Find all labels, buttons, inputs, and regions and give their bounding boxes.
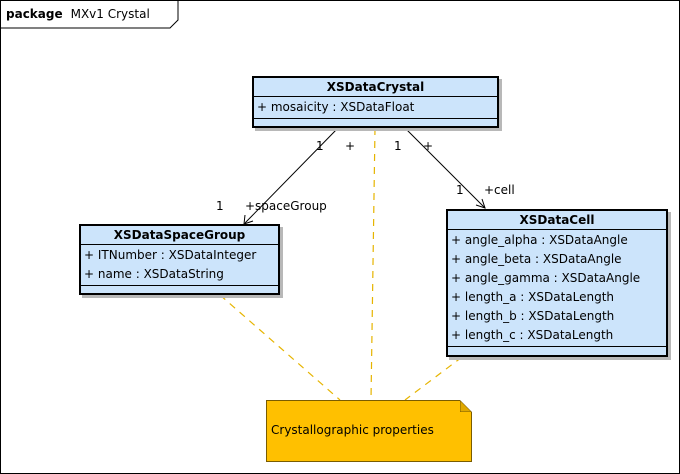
package-name: MXv1 Crystal (70, 7, 150, 21)
note-text: Crystallographic properties (271, 423, 434, 437)
spacegroup-target-multiplicity: 1 (216, 199, 224, 213)
attribute-angle-beta: + angle_beta : XSDataAngle (451, 252, 622, 266)
package-title: package MXv1 Crystal (6, 7, 150, 21)
association-crystal-cell[interactable] (404, 127, 486, 209)
class-operations (254, 119, 497, 127)
class-operations (448, 347, 666, 355)
attribute-angle-alpha: + angle_alpha : XSDataAngle (451, 233, 628, 247)
attribute-angle-gamma: + angle_gamma : XSDataAngle (451, 271, 641, 285)
spacegroup-role-label: +spaceGroup (245, 199, 327, 213)
class-name: XSDataCell (448, 211, 666, 230)
note-link-crystal (370, 127, 376, 401)
class-attributes: + angle_alpha : XSDataAngle + angle_beta… (448, 230, 666, 347)
attribute-mosaicity: + mosaicity : XSDataFloat (257, 100, 415, 114)
cell-target-multiplicity: 1 (456, 183, 464, 197)
package-tab-border (0, 1, 179, 29)
arrowhead-cell-icon (475, 198, 486, 209)
class-attributes: + mosaicity : XSDataFloat (254, 97, 497, 119)
cell-role-label: +cell (484, 183, 515, 197)
class-name: XSDataCrystal (254, 78, 497, 97)
association-crystal-spacegroup[interactable] (244, 127, 339, 224)
class-xsdatacrystal[interactable]: XSDataCrystal + mosaicity : XSDataFloat (252, 76, 499, 128)
class-name: XSDataSpaceGroup (81, 226, 278, 245)
class-xsdataspacegroup[interactable]: XSDataSpaceGroup + ITNumber : XSDataInte… (79, 224, 280, 295)
attribute-itnumber: + ITNumber : XSDataInteger (84, 248, 257, 262)
class-operations (81, 286, 278, 294)
note-fold-icon (460, 400, 472, 412)
class-xsdatacell[interactable]: XSDataCell + angle_alpha : XSDataAngle +… (446, 209, 668, 357)
attribute-length-a: + length_a : XSDataLength (451, 290, 615, 304)
attribute-length-b: + length_b : XSDataLength (451, 309, 615, 323)
class-attributes: + ITNumber : XSDataInteger + name : XSDa… (81, 245, 278, 286)
package-keyword: package (6, 7, 63, 21)
attribute-length-c: + length_c : XSDataLength (451, 328, 614, 342)
spacegroup-source-multiplicity: 1 (316, 139, 324, 153)
cell-source-visibility: + (423, 139, 434, 153)
note-crystallographic-properties[interactable]: Crystallographic properties (266, 400, 472, 462)
spacegroup-source-visibility: + (345, 139, 356, 153)
note-link-cell (404, 356, 463, 401)
attribute-name: + name : XSDataString (84, 267, 224, 281)
cell-source-multiplicity: 1 (394, 139, 402, 153)
note-link-spacegroup (219, 294, 341, 401)
